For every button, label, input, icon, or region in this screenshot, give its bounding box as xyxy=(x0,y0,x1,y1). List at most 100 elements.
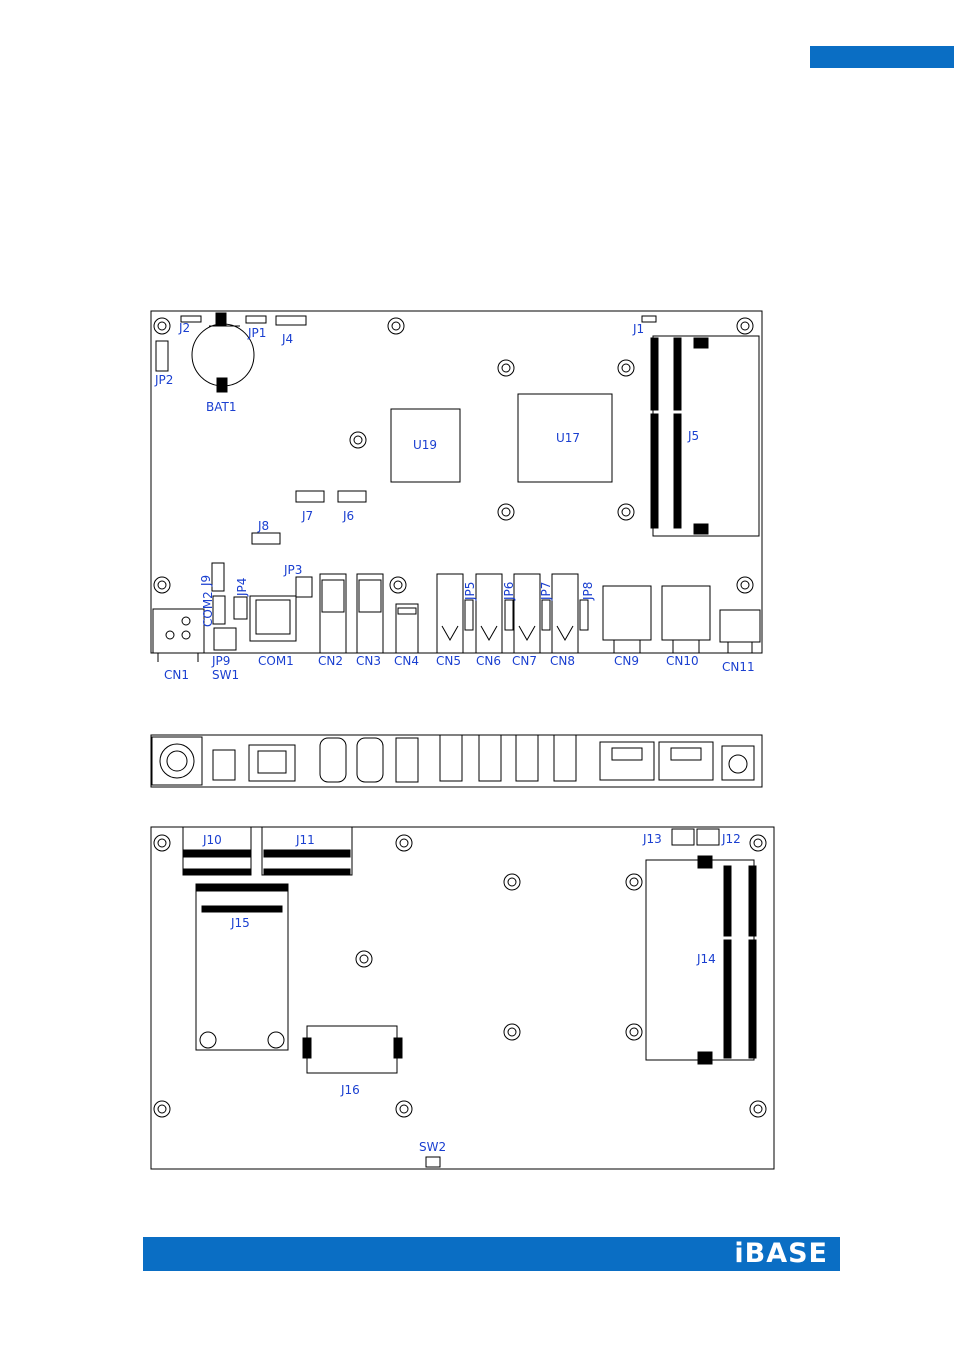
j13-connector xyxy=(671,828,695,846)
j9-header xyxy=(211,562,225,592)
front-dp-cn8 xyxy=(553,734,577,782)
jp1-header xyxy=(245,315,267,324)
label-jp4: JP4 xyxy=(235,578,249,597)
front-usb-cn2 xyxy=(319,737,347,783)
label-jp6: JP6 xyxy=(502,582,516,601)
label-cn5: CN5 xyxy=(436,654,461,668)
jp2-header xyxy=(155,340,169,372)
label-cn9: CN9 xyxy=(614,654,639,668)
usb-cn2 xyxy=(319,573,347,654)
label-j6: J6 xyxy=(342,509,354,523)
label-jp1: JP1 xyxy=(247,326,266,340)
jp4-header xyxy=(233,596,248,620)
label-cn1: CN1 xyxy=(164,668,189,682)
m2-slot-j10 xyxy=(182,826,252,876)
chip-u19 xyxy=(390,408,461,483)
usb-cn3 xyxy=(356,573,384,654)
mounting-holes-bottom xyxy=(153,834,767,1118)
jp8-header xyxy=(579,599,589,631)
label-sw2: SW2 xyxy=(419,1140,446,1154)
label-j10: J10 xyxy=(202,833,222,847)
label-j5: J5 xyxy=(687,429,699,443)
label-j14: J14 xyxy=(696,952,716,966)
front-dp-cn5 xyxy=(439,734,463,782)
label-cn4: CN4 xyxy=(394,654,419,668)
sw2-switch xyxy=(425,1156,441,1168)
label-cn6: CN6 xyxy=(476,654,501,668)
lan-cn9 xyxy=(602,585,652,654)
label-cn3: CN3 xyxy=(356,654,381,668)
j4-connector xyxy=(275,315,307,326)
j2-header xyxy=(180,315,202,323)
front-dp-cn6 xyxy=(478,734,502,782)
label-j9: J9 xyxy=(199,575,213,587)
label-jp3: JP3 xyxy=(283,563,302,577)
front-dp-cn7 xyxy=(515,734,539,782)
label-cn10: CN10 xyxy=(666,654,699,668)
display-cn8 xyxy=(551,573,579,654)
label-sw1: SW1 xyxy=(212,668,239,682)
label-j8: J8 xyxy=(257,519,269,533)
label-jp2: JP2 xyxy=(154,373,173,387)
label-bat1: BAT1 xyxy=(206,400,236,414)
footer-bar: iBASE xyxy=(143,1237,840,1271)
usb-cn4 xyxy=(395,603,419,654)
label-jp8: JP8 xyxy=(581,582,595,601)
label-j12: J12 xyxy=(721,832,741,846)
label-jp9: JP9 xyxy=(211,654,230,668)
lan-cn10 xyxy=(661,585,711,654)
front-lan-cn10 xyxy=(658,741,714,781)
front-lan-cn9 xyxy=(599,741,655,781)
mini-pcie-j15 xyxy=(195,883,289,1051)
label-j11: J11 xyxy=(295,833,315,847)
sim-slot-j16 xyxy=(302,1025,403,1074)
header-tab-bar xyxy=(810,46,954,68)
display-cn6 xyxy=(475,573,503,654)
jp5-header xyxy=(464,599,474,631)
label-jp5: JP5 xyxy=(463,582,477,601)
audio-cn11 xyxy=(719,609,761,654)
ibase-logo: iBASE xyxy=(734,1238,828,1269)
display-cn7 xyxy=(513,573,541,654)
label-u19: U19 xyxy=(413,438,437,452)
label-cn11: CN11 xyxy=(722,660,755,674)
com1-port xyxy=(249,595,297,642)
label-cn2: CN2 xyxy=(318,654,343,668)
dc-jack-cn1 xyxy=(152,608,205,662)
jp6-header xyxy=(504,599,514,631)
front-usb-cn4 xyxy=(395,737,419,783)
front-usb-cn3 xyxy=(356,737,384,783)
label-cn7: CN7 xyxy=(512,654,537,668)
front-audio-cn11 xyxy=(721,745,755,781)
com2-header xyxy=(212,595,226,625)
label-j13: J13 xyxy=(642,832,662,846)
front-panel-outline xyxy=(150,734,763,788)
front-sw1 xyxy=(212,749,236,781)
mounting-holes-top xyxy=(153,317,754,594)
j8-header xyxy=(251,532,281,545)
label-j1: J1 xyxy=(632,322,644,336)
m2-slot-j11 xyxy=(261,826,353,876)
label-u17: U17 xyxy=(556,431,580,445)
label-com2: COM2 xyxy=(201,591,215,627)
display-cn5 xyxy=(436,573,464,654)
j1-header xyxy=(641,315,657,323)
label-com1: COM1 xyxy=(258,654,294,668)
label-j16: J16 xyxy=(340,1083,360,1097)
j6-connector xyxy=(337,490,367,503)
sw1-switch xyxy=(213,627,237,651)
bottom-board-outline xyxy=(150,826,775,1170)
jp3-header xyxy=(295,576,313,598)
label-jp7: JP7 xyxy=(539,582,553,601)
bat-clip xyxy=(215,312,227,326)
jp7-header xyxy=(541,599,551,631)
j7-connector xyxy=(295,490,325,503)
label-j7: J7 xyxy=(301,509,313,523)
front-com1 xyxy=(248,744,296,782)
label-j4: J4 xyxy=(281,332,293,346)
j12-connector xyxy=(696,828,720,846)
front-dc-jack xyxy=(151,736,203,786)
label-j2: J2 xyxy=(178,321,190,335)
so-dimm-j5 xyxy=(650,335,760,537)
